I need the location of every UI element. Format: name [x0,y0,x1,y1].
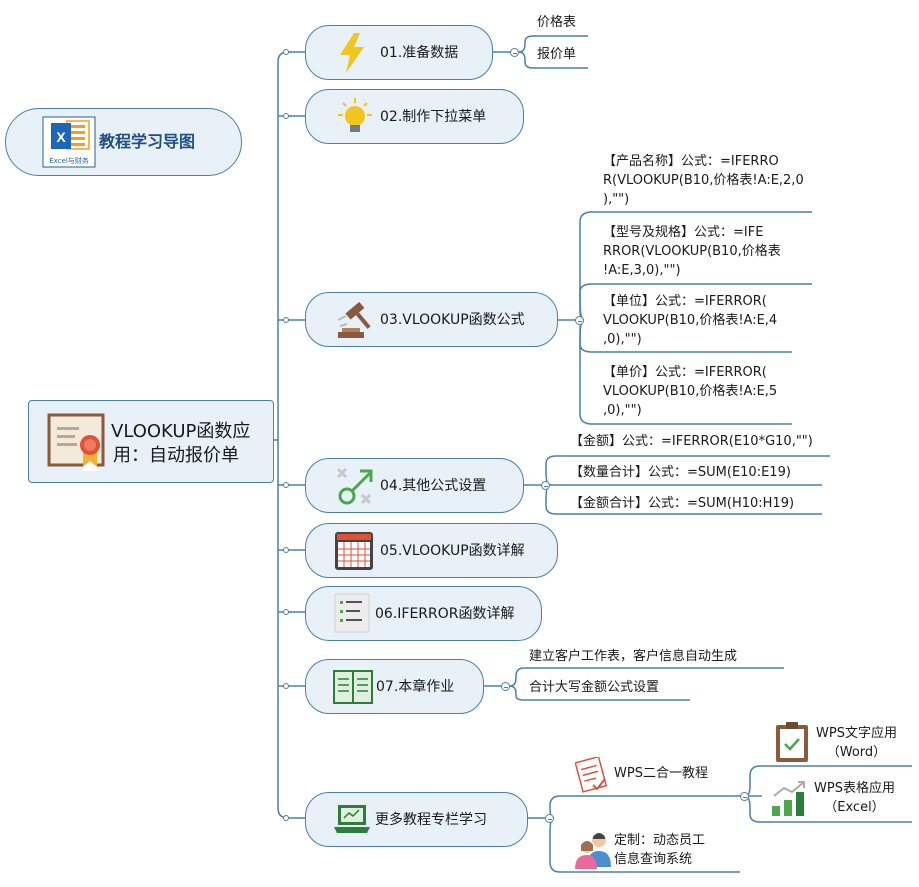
leaf-line: 【型号及规格】公式：=IFE [603,225,764,240]
leaf-line: WPS表格应用 [814,781,895,796]
branch-04-leaf-1[interactable]: 【金额】公式：=IFERROR(E10*G10,"") [570,434,813,449]
connector-dot [283,609,289,615]
branch-03-leaf-4[interactable]: 【单价】公式：=IFERROR( VLOOKUP(B10,价格表!A:E,5 ,… [603,363,777,420]
lightbulb-icon [334,97,376,141]
leaf-line: WPS文字应用 [816,726,897,741]
wps-excel-leaf[interactable]: WPS表格应用 （Excel） [814,779,895,817]
leaf-line: ),"") [603,192,630,207]
logo-letter: X [56,129,66,145]
connector-dot [283,317,289,323]
laptop-icon [334,803,370,839]
clipboard-check-icon [775,721,809,767]
branch-03-leaf-1[interactable]: 【产品名称】公式：=IFERRO R(VLOOKUP(B10,价格表!A:E,2… [603,152,804,209]
leaf-line: VLOOKUP(B10,价格表!A:E,4 [603,313,778,328]
leaf-line: 信息查询系统 [614,852,693,867]
collapse-toggle-08[interactable] [545,814,554,823]
root-label: VLOOKUP函数应 用：自动报价单 [111,420,250,468]
connector-dot [283,683,289,689]
branch-06-label: 06.IFERROR函数详解 [375,606,515,622]
branch-01-node[interactable]: 01.准备数据 [305,25,493,80]
branch-05-label: 05.VLOOKUP函数详解 [380,543,525,559]
guide-title: 教程学习导图 [99,132,196,151]
collapse-toggle-07[interactable] [501,682,510,691]
branch-04-node[interactable]: 04.其他公式设置 [305,458,524,513]
gavel-icon [334,300,376,344]
notes-icon [574,755,609,797]
leaf-line: 【产品名称】公式：=IFERRO [603,154,779,169]
branch-03-node[interactable]: 03.VLOOKUP函数公式 [305,292,558,347]
certificate-icon [47,413,105,471]
root-label-line2: 用：自动报价单 [113,445,239,466]
users-icon [573,829,613,873]
collapse-toggle-04[interactable] [541,481,550,490]
branch-07-label: 07.本章作业 [376,679,455,695]
collapse-toggle-01[interactable] [510,48,519,57]
branch-04-leaf-3[interactable]: 【金额合计】公式：=SUM(H10:H19) [570,496,795,511]
branch-08-node[interactable]: 更多教程专栏学习 [305,792,528,847]
root-node[interactable]: VLOOKUP函数应 用：自动报价单 [28,400,274,483]
excel-logo-icon: X Excel与财务 [41,115,97,169]
leaf-line: 【单价】公式：=IFERROR( [603,365,767,380]
wps-combo-label[interactable]: WPS二合一教程 [614,766,708,781]
branch-07-leaf-2[interactable]: 合计大写金额公式设置 [529,680,660,695]
branch-01-leaf-1[interactable]: 价格表 [537,15,577,30]
branch-01-label: 01.准备数据 [380,45,459,61]
leaf-line: ,0),"") [603,332,642,347]
leaf-line: 定制：动态员工 [614,833,706,848]
leaf-line: R(VLOOKUP(B10,价格表!A:E,2,0 [603,173,804,188]
branch-03-leaf-2[interactable]: 【型号及规格】公式：=IFE RROR(VLOOKUP(B10,价格表 !A:E… [603,223,781,280]
collapse-toggle-03[interactable] [575,316,584,325]
branch-04-leaf-2[interactable]: 【数量合计】公式：=SUM(E10:E19) [570,465,791,480]
guide-node[interactable]: X Excel与财务 教程学习导图 [5,108,242,176]
branch-03-label: 03.VLOOKUP函数公式 [380,312,525,328]
branch-07-node[interactable]: 07.本章作业 [305,659,484,714]
custom-system-leaf[interactable]: 定制：动态员工 信息查询系统 [614,831,705,869]
logo-caption: Excel与财务 [49,156,89,165]
branch-06-node[interactable]: 06.IFERROR函数详解 [305,586,542,641]
connector-dot [283,815,289,821]
connector-dot [283,547,289,553]
calendar-icon [334,531,374,575]
leaf-line: !A:E,3,0),"") [603,263,681,278]
branch-02-label: 02.制作下拉菜单 [380,109,487,125]
leaf-line: （Excel） [824,800,885,815]
branch-05-node[interactable]: 05.VLOOKUP函数详解 [305,523,558,578]
branch-07-leaf-1[interactable]: 建立客户工作表，客户信息自动生成 [529,649,738,664]
collapse-toggle-wps[interactable] [740,792,749,801]
connector-dot [283,113,289,119]
leaf-line: RROR(VLOOKUP(B10,价格表 [603,244,781,259]
gender-symbol-icon [334,465,376,511]
leaf-line: （Word） [826,745,887,760]
leaf-line: 【单位】公式：=IFERROR( [603,294,767,309]
leaf-line: ,0),"") [603,403,642,418]
open-book-icon [333,669,373,709]
leaf-line: VLOOKUP(B10,价格表!A:E,5 [603,384,778,399]
branch-03-leaf-3[interactable]: 【单位】公式：=IFERROR( VLOOKUP(B10,价格表!A:E,4 ,… [603,292,777,349]
connector-dot [283,49,289,55]
branch-08-label: 更多教程专栏学习 [375,812,487,828]
root-label-line1: VLOOKUP函数应 [111,421,251,442]
bar-chart-growth-icon [770,778,810,822]
branch-04-label: 04.其他公式设置 [380,478,487,494]
wps-word-leaf[interactable]: WPS文字应用 （Word） [816,724,897,762]
branch-01-leaf-2[interactable]: 报价单 [537,47,577,62]
checklist-icon [334,593,370,637]
branch-02-node[interactable]: 02.制作下拉菜单 [305,89,524,144]
lightning-icon [338,33,366,77]
connector-dot [283,482,289,488]
